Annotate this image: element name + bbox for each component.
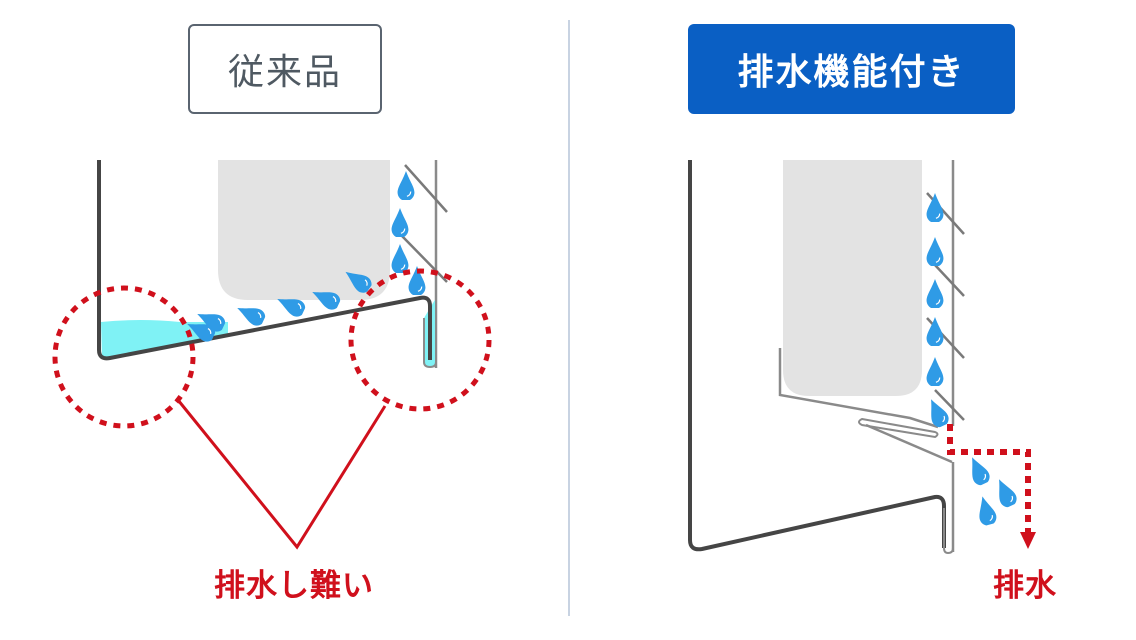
- drain-flow-path: [947, 424, 1031, 532]
- drain-function-label: 排水機能付き: [688, 24, 1015, 114]
- dotted-circle-highlight: [348, 268, 492, 412]
- conventional-product-label: 従来品: [188, 24, 382, 114]
- water-drop-icon: [963, 453, 994, 488]
- dotted-circle-highlight: [52, 285, 196, 429]
- conventional-label-text: 従来品: [227, 52, 342, 93]
- water-drop-icon: [390, 243, 410, 273]
- water-drop-icon: [925, 356, 945, 386]
- drain-diagram: [688, 160, 1036, 555]
- water-drop-icon: [390, 207, 410, 237]
- water-drop-icon: [925, 278, 945, 308]
- water-drop-icon: [973, 493, 999, 528]
- inner-container: [218, 160, 390, 300]
- conventional-diagram: [52, 160, 492, 550]
- pointer-lines: [176, 399, 387, 550]
- drain-label-text: 排水機能付き: [737, 52, 966, 93]
- water-drop-icon: [396, 170, 416, 200]
- hard-to-drain-caption: 排水し難い: [214, 568, 374, 604]
- water-drop-icon: [233, 299, 268, 330]
- arrow-down-icon: [1020, 532, 1036, 549]
- drain-caption: 排水: [993, 568, 1057, 604]
- water-drop-icon: [925, 236, 945, 266]
- water-drop-icon: [990, 475, 1021, 510]
- inner-container: [783, 160, 922, 396]
- center-divider: [568, 20, 570, 616]
- water-drop-icon: [925, 192, 945, 222]
